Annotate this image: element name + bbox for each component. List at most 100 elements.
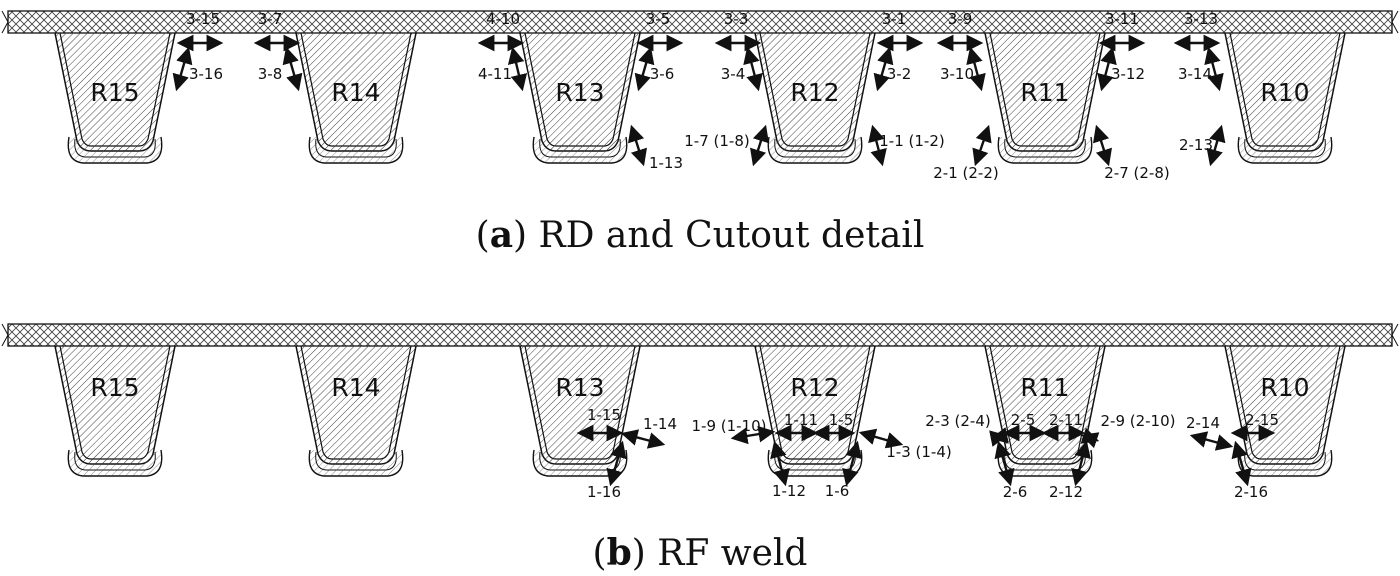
gauge-label: 3-8 (258, 65, 283, 83)
gauge-1-16: 1-16 (587, 440, 627, 501)
gauge-arrow (172, 46, 193, 92)
gauge-arrow (282, 46, 303, 92)
gauge-label: 3-12 (1111, 65, 1145, 83)
gauge-arrow (743, 46, 763, 92)
rib-label: R10 (1260, 373, 1309, 402)
gauge-label: 1-15 (587, 406, 621, 424)
gauge-2-7-2-8-: 2-7 (2-8) (1093, 124, 1170, 182)
rib-label: R11 (1020, 373, 1069, 402)
gauge-2-1-2-2-: 2-1 (2-2) (933, 124, 999, 182)
gauge-2-15: 2-15 (1230, 411, 1279, 442)
gauge-arrow (620, 429, 666, 449)
rib-label: R14 (331, 78, 380, 107)
rib-wall-fill (55, 33, 175, 151)
rib-wall-fill (755, 33, 875, 151)
gauge-label: 2-12 (1049, 483, 1083, 501)
gauge-label: 1-12 (772, 482, 806, 500)
gauge-3-2: 3-2 (873, 46, 911, 92)
gauge-label: 2-15 (1245, 411, 1279, 429)
gauge-arrow (873, 46, 894, 92)
gauge-arrow (730, 425, 776, 445)
gauge-label: 3-10 (940, 65, 974, 83)
rib-wall-fill (985, 33, 1105, 151)
gauge-arrow (1071, 440, 1091, 487)
gauge-arrow (966, 46, 986, 92)
gauge-arrow (1097, 46, 1117, 92)
rib-wall-fill (55, 346, 175, 464)
gauge-label: 2-7 (2-8) (1104, 164, 1169, 182)
cutout-fill (998, 137, 1092, 163)
break-line-right (1391, 10, 1399, 34)
gauge-arrow (1093, 124, 1112, 167)
rib-label: R11 (1020, 78, 1069, 107)
gauge-1-11: 1-11 (774, 411, 819, 442)
cutout-fill (533, 137, 627, 163)
gauge-label: 3-14 (1178, 65, 1212, 83)
caption-a-text: RD and Cutout detail (538, 215, 925, 256)
gauge-arrow (1231, 440, 1252, 487)
gauge-label: 2-5 (1011, 411, 1036, 429)
rib-wall-fill (520, 33, 640, 151)
gauge-label: 3-9 (948, 10, 973, 28)
gauge-label: 3-13 (1184, 10, 1218, 28)
cutout-fill (1238, 450, 1332, 476)
gauge-2-5: 2-5 (1002, 411, 1047, 442)
gauge-3-10: 3-10 (940, 46, 986, 92)
gauge-arrow (1204, 46, 1224, 92)
gauge-1-15: 1-15 (576, 406, 624, 442)
gauge-3-13: 3-13 (1173, 10, 1221, 52)
gauge-label: 3-6 (650, 65, 675, 83)
break-line-left (1, 323, 9, 347)
gauge-label: 3-4 (721, 65, 746, 83)
gauge-1-3-1-4-: 1-3 (1-4) (858, 428, 952, 461)
break-line-right (1391, 323, 1399, 347)
gauge-2-14: 2-14 (1186, 414, 1234, 451)
gauge-2-6: 2-6 (994, 440, 1028, 501)
rib-label: R15 (90, 78, 139, 107)
cutout-fill (309, 450, 403, 476)
gauge-label: 3-11 (1105, 10, 1139, 28)
deck-plate (7, 323, 1393, 347)
gauge-1-1-1-2-: 1-1 (1-2) (868, 124, 945, 167)
gauge-3-9: 3-9 (936, 10, 984, 52)
gauge-1-14: 1-14 (620, 415, 677, 449)
gauge-3-1: 3-1 (876, 10, 924, 52)
gauge-label: 2-1 (2-2) (933, 164, 998, 182)
cutout-fill (68, 137, 162, 163)
gauge-label: 3-5 (646, 10, 671, 28)
rib-wall-fill (985, 346, 1105, 464)
rib-label: R13 (555, 373, 604, 402)
gauge-label: 2-3 (2-4) (925, 412, 990, 430)
gauge-arrow (770, 440, 790, 487)
rib-label: R14 (331, 373, 380, 402)
gauge-4-10: 4-10 (477, 10, 525, 52)
caption-a-letter: a (489, 214, 514, 256)
gauge-label: 1-13 (649, 154, 683, 172)
gauge-2-3-2-4-: 2-3 (2-4) (925, 412, 1009, 447)
gauge-arrow (634, 46, 655, 92)
gauge-label: 1-9 (1-10) (691, 417, 766, 435)
rib-label: R13 (555, 78, 604, 107)
caption-b: (b) RF weld (592, 532, 808, 574)
gauge-label: 3-1 (882, 10, 907, 28)
gauge-arrow (989, 427, 1009, 447)
gauge-label: 1-1 (1-2) (879, 132, 944, 150)
gauge-label: 2-6 (1003, 483, 1028, 501)
cutout-fill (309, 137, 403, 163)
gauge-arrow (858, 428, 904, 449)
gauge-3-3: 3-3 (714, 10, 762, 52)
gauge-2-9-2-10-: 2-9 (2-10) (1080, 412, 1176, 449)
gauge-arrow (994, 440, 1015, 487)
gauge-arrow (628, 124, 647, 167)
gauge-label: 4-10 (486, 10, 520, 28)
gauge-label: 2-14 (1186, 414, 1220, 432)
gauge-arrow (842, 440, 862, 487)
gauge-3-5: 3-5 (636, 10, 684, 52)
gauge-label: 2-16 (1234, 483, 1268, 501)
rib-wall-fill (1225, 346, 1345, 464)
cutout-fill (1238, 137, 1332, 163)
gauge-arrow (606, 440, 627, 487)
gauge-3-8: 3-8 (258, 46, 303, 92)
